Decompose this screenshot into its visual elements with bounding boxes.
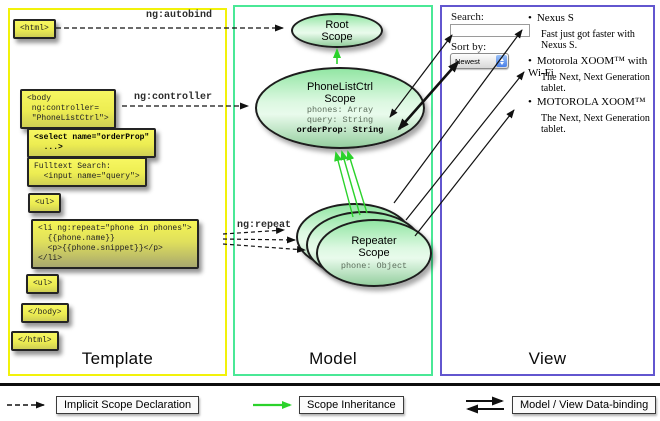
repeater-prop-phone: phone: Object	[340, 261, 408, 271]
phone-item-name: •Motorola XOOM™ with Wi-Fi	[528, 55, 648, 79]
phone-item-name: •Nexus S	[528, 12, 574, 24]
search-input[interactable]	[450, 24, 530, 37]
model-panel-title: Model	[309, 349, 357, 368]
root-scope-ellipse: Root Scope	[291, 13, 383, 48]
legend-scope-inheritance: Scope Inheritance	[299, 396, 404, 414]
phone-item-desc: Fast just got faster with Nexus S.	[541, 29, 635, 51]
sort-dropdown[interactable]: Newest	[450, 53, 509, 69]
phonelistctrl-scope-ellipse: PhoneListCtrl Scope phones: Array query:…	[255, 67, 425, 149]
repeater-scope-ellipse-front: Repeater Scope phone: Object	[316, 219, 432, 287]
code-box-select: <select name="orderProp" ...>	[27, 128, 157, 158]
phone-item-name: •MOTOROLA XOOM™	[528, 96, 646, 108]
label-ng-autobind: ng:autobind	[146, 10, 213, 21]
bullet-icon: •	[528, 12, 532, 24]
model-panel: Model	[233, 5, 433, 376]
legend-separator-rule	[0, 383, 660, 386]
search-label: Search:	[451, 11, 484, 23]
sort-by-label: Sort by:	[451, 41, 487, 53]
bullet-icon: •	[528, 55, 532, 67]
dropdown-stepper-icon	[496, 55, 507, 67]
sort-dropdown-value: Newest	[455, 56, 481, 66]
legend-model-view-data-binding: Model / View Data-binding	[512, 396, 657, 414]
phone-item-desc: The Next, Next Generation tablet.	[541, 72, 650, 94]
bullet-icon: •	[528, 96, 532, 108]
legend-implicit-scope-declaration: Implicit Scope Declaration	[56, 396, 200, 414]
template-panel-title: Template	[81, 349, 154, 368]
code-box-html-close: </html>	[11, 331, 59, 351]
root-scope-name: Root Scope	[321, 18, 353, 43]
phonelistctrl-prop-phones: phones: Array	[306, 105, 374, 115]
code-box-body-close: </body>	[21, 303, 69, 323]
phonelistctrl-scope-name: PhoneListCtrl Scope	[306, 81, 374, 105]
code-box-ul-open: <ul>	[28, 193, 62, 213]
phonelistctrl-prop-query: query: String	[306, 115, 374, 125]
code-box-fulltext-search: Fulltext Search: <input name="query">	[27, 157, 147, 187]
phone-item-desc: The Next, Next Generation tablet.	[541, 113, 650, 135]
repeater-scope-name: Repeater Scope	[351, 235, 397, 259]
code-box-li-repeat: <li ng:repeat="phone in phones"> {{phone…	[31, 219, 199, 269]
view-panel-title: View	[528, 349, 567, 368]
code-box-body-open: <body ng:controller= "PhoneListCtrl">	[20, 89, 116, 129]
phonelistctrl-prop-orderprop: orderProp: String	[296, 125, 384, 135]
label-ng-controller: ng:controller	[134, 92, 213, 103]
label-ng-repeat: ng:repeat	[237, 220, 292, 231]
code-box-ul-close: <ul>	[26, 274, 60, 294]
code-box-html-open: <html>	[13, 19, 56, 39]
